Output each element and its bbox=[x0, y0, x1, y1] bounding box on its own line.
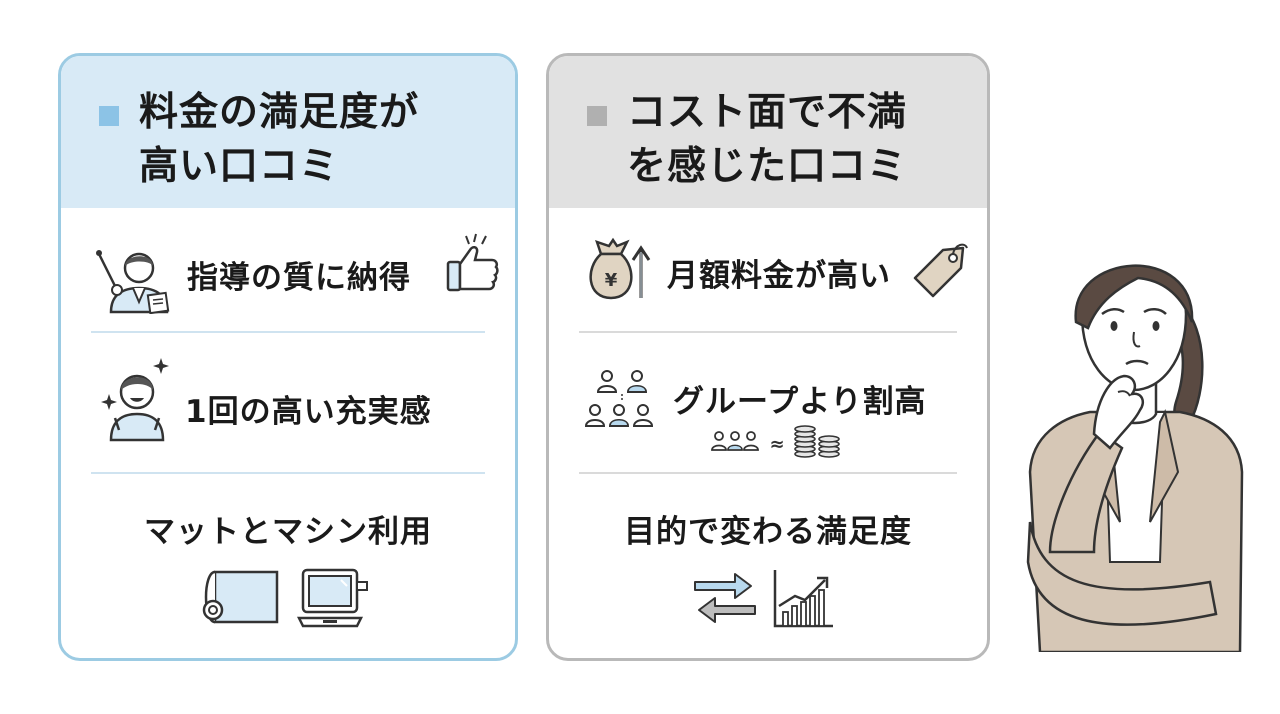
thumbs-up-icon bbox=[444, 232, 500, 294]
card-header: 料金の満足度が 高い口コミ bbox=[61, 56, 515, 208]
growth-chart-icon bbox=[771, 566, 835, 630]
instructor-icon bbox=[95, 240, 177, 314]
card-title: コスト面で不満 を感じた口コミ bbox=[627, 90, 908, 189]
divider bbox=[91, 472, 485, 474]
money-bag-arrow-icon: ¥ bbox=[583, 234, 653, 304]
item-label-mat-machine: マットとマシン利用 bbox=[144, 514, 432, 550]
approx-symbol: ≈ bbox=[769, 434, 784, 455]
divider bbox=[579, 472, 957, 474]
reformer-machine-icon bbox=[297, 564, 373, 628]
item-label-teaching-quality: 指導の質に納得 bbox=[187, 260, 411, 296]
card-header: コスト面で不満 を感じた口コミ bbox=[549, 56, 987, 208]
card-title: 料金の満足度が 高い口コミ bbox=[139, 90, 420, 189]
item-label-fulfillment: 1回の高い充実感 bbox=[185, 394, 432, 430]
thinking-woman-illustration bbox=[1010, 222, 1260, 652]
group-vs-coins-icon: ≈ bbox=[709, 424, 859, 460]
excited-person-icon bbox=[101, 358, 171, 442]
price-tag-icon bbox=[911, 240, 969, 298]
divider bbox=[91, 331, 485, 333]
item-label-monthly-fee: 月額料金が高い bbox=[667, 258, 891, 294]
exchange-arrows-icon bbox=[691, 570, 759, 626]
square-bullet-icon bbox=[587, 106, 607, 126]
square-bullet-icon bbox=[99, 106, 119, 126]
yoga-mat-icon bbox=[201, 566, 281, 626]
item-label-purpose-dependent: 目的で変わる満足度 bbox=[624, 514, 912, 550]
divider bbox=[579, 331, 957, 333]
item-label-vs-group: グループより割高 bbox=[673, 384, 927, 420]
card-high-satisfaction: 料金の満足度が 高い口コミ 指導の質に納得 bbox=[58, 53, 518, 661]
group-people-icon bbox=[585, 368, 665, 438]
yen-icon-text: ¥ bbox=[605, 270, 618, 291]
card-cost-dissatisfaction: コスト面で不満 を感じた口コミ ¥ 月額料金が高い bbox=[546, 53, 990, 661]
